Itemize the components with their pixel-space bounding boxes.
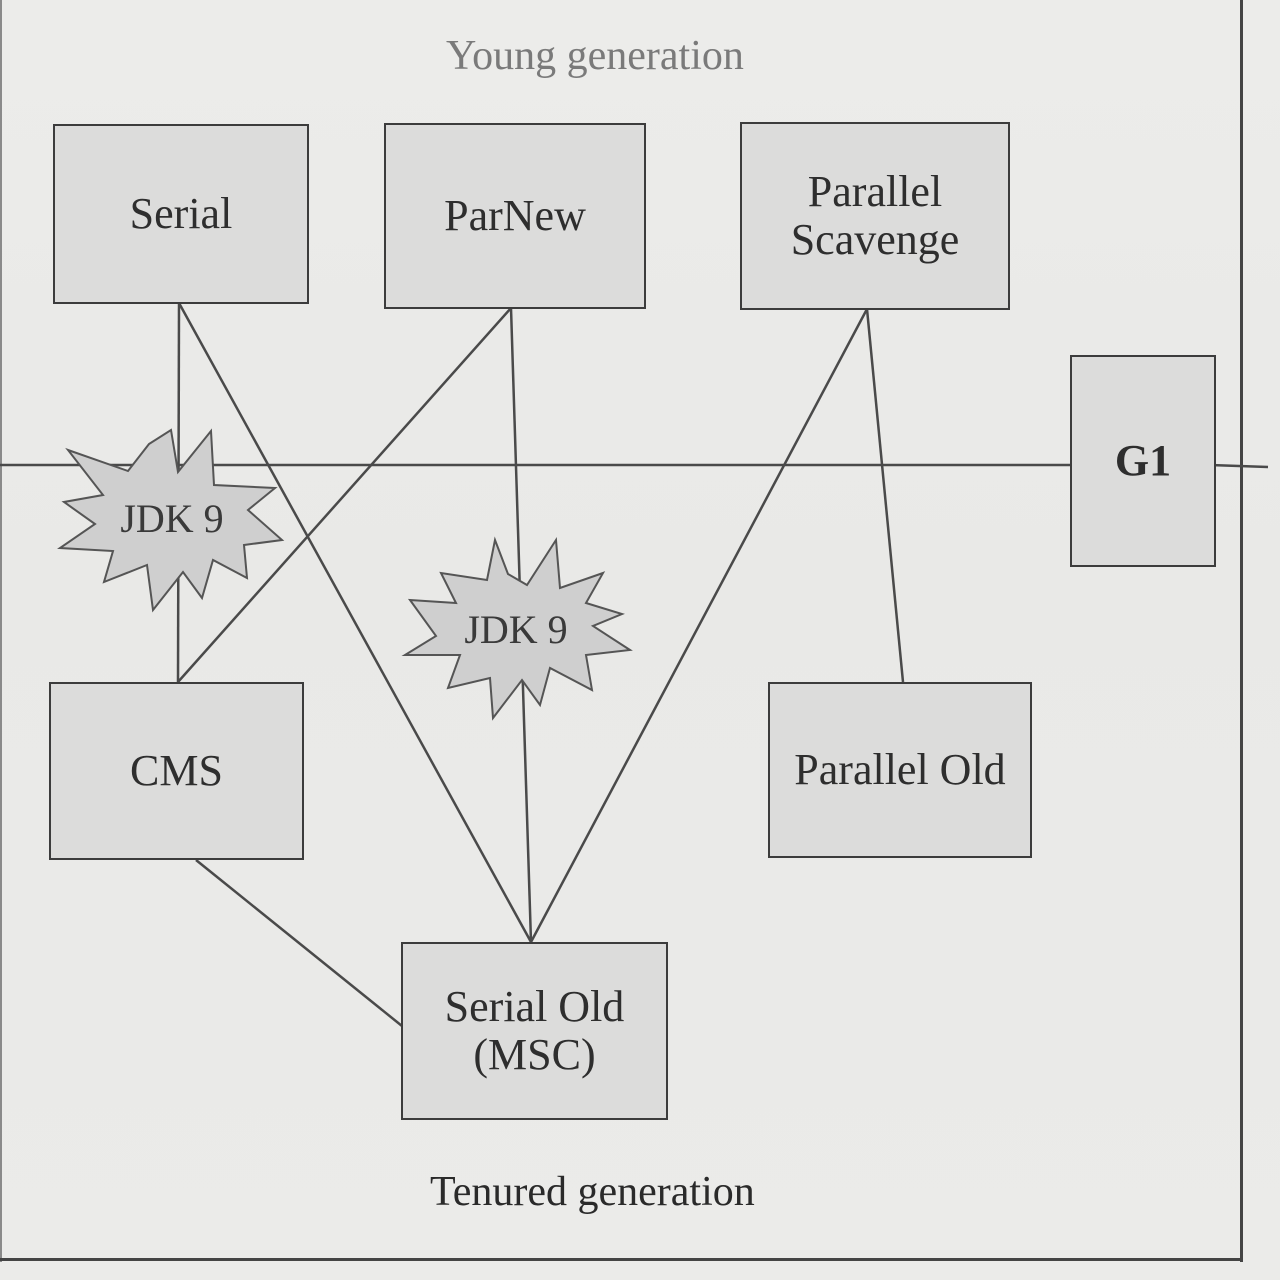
edge-parallelscavenge-serialold	[529, 308, 869, 943]
serial-old-label-line2: (MSC)	[473, 1030, 596, 1079]
frame-left-border	[0, 0, 2, 1262]
burst-shape-center	[401, 536, 633, 721]
frame-bottom-border	[0, 1258, 1243, 1261]
parallel-scavenge-label-line1: Parallel	[807, 167, 943, 216]
parallel-scavenge-label-line2: Scavenge	[790, 215, 960, 264]
jdk9-burst-left: JDK 9	[57, 428, 285, 613]
cms-collector-box: CMS	[49, 682, 304, 860]
jdk9-label-left: JDK 9	[120, 496, 223, 541]
serial-old-label-line1: Serial Old	[444, 982, 625, 1031]
g1-label: G1	[1114, 436, 1172, 485]
parallel-scavenge-collector-box: Parallel Scavenge	[740, 122, 1010, 310]
tenured-generation-label: Tenured generation	[430, 1169, 755, 1215]
edge-parnew-cms	[177, 307, 512, 683]
parnew-collector-box: ParNew	[384, 123, 646, 309]
g1-collector-box: G1	[1070, 355, 1216, 567]
parallel-old-label: Parallel Old	[794, 745, 1006, 794]
edge-serial-serialold	[177, 302, 533, 943]
serial-label: Serial	[129, 189, 233, 238]
burst-shape-left	[57, 428, 285, 613]
edge-parallelscavenge-parallelold	[865, 308, 905, 683]
jdk9-label-center: JDK 9	[464, 607, 567, 652]
cms-label: CMS	[130, 746, 223, 795]
young-generation-label: Young generation	[446, 33, 744, 79]
serial-collector-box: Serial	[53, 124, 309, 304]
generation-divider-right	[1209, 463, 1269, 469]
edge-cms-serialold	[195, 859, 403, 1027]
parallel-old-collector-box: Parallel Old	[768, 682, 1032, 858]
jdk9-burst-center: JDK 9	[401, 536, 633, 721]
frame-right-border	[1240, 0, 1243, 1262]
parnew-label: ParNew	[444, 191, 586, 240]
serial-old-collector-box: Serial Old (MSC)	[401, 942, 668, 1120]
